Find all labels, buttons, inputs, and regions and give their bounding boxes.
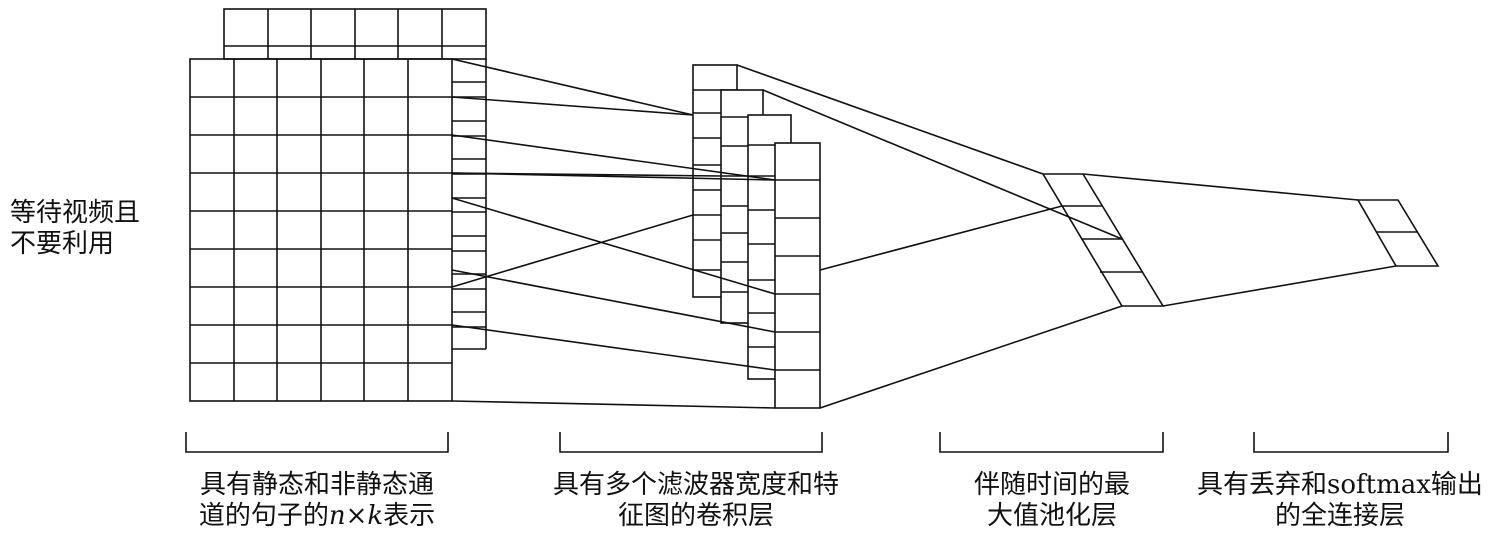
stage-3-line-1: 伴随时间的最 bbox=[973, 470, 1130, 500]
k-variable: k bbox=[367, 501, 384, 531]
pooling-connections bbox=[736, 64, 1123, 409]
stage-2-line-2: 征图的卷积层 bbox=[617, 501, 774, 531]
stage-2-line-1: 具有多个滤波器宽度和特 bbox=[552, 470, 839, 500]
n-variable: n bbox=[328, 501, 346, 531]
stage-1-suffix: 表示 bbox=[383, 501, 436, 531]
fully-connected-layer bbox=[1356, 199, 1440, 267]
static-channel-matrix bbox=[223, 8, 487, 350]
stage-brackets bbox=[185, 432, 1449, 453]
convolution-connections bbox=[451, 58, 776, 409]
max-pooling-layer bbox=[1041, 173, 1165, 307]
stage-1-line-2: 道的句子的n×k表示 bbox=[160, 501, 474, 532]
fc-connections bbox=[1082, 173, 1397, 307]
sentence-matrix bbox=[189, 58, 453, 402]
input-label-line-2: 不要利用 bbox=[10, 229, 115, 259]
input-label: 等待视频且 不要利用 bbox=[10, 198, 140, 260]
stage-label-fully-connected: 具有丢弃和softmax输出 的全连接层 bbox=[1180, 470, 1500, 532]
stage-label-max-pooling: 伴随时间的最 大值池化层 bbox=[930, 470, 1174, 532]
stage-1-line-1: 具有静态和非静态通 bbox=[199, 470, 434, 500]
stage-4-line-2: 的全连接层 bbox=[1274, 501, 1405, 531]
input-label-line-1: 等待视频且 bbox=[10, 198, 141, 228]
stage-3-line-2: 大值池化层 bbox=[986, 501, 1117, 531]
times-symbol: × bbox=[345, 501, 368, 531]
stage-label-sentence-matrix: 具有静态和非静态通 道的句子的n×k表示 bbox=[160, 470, 474, 532]
feature-map-4 bbox=[774, 142, 821, 409]
stage-label-convolution-layer: 具有多个滤波器宽度和特 征图的卷积层 bbox=[516, 470, 876, 532]
stage-4-line-1: 具有丢弃和softmax输出 bbox=[1197, 470, 1483, 500]
stage-1-line-2-text: 道的句子的 bbox=[198, 501, 329, 531]
